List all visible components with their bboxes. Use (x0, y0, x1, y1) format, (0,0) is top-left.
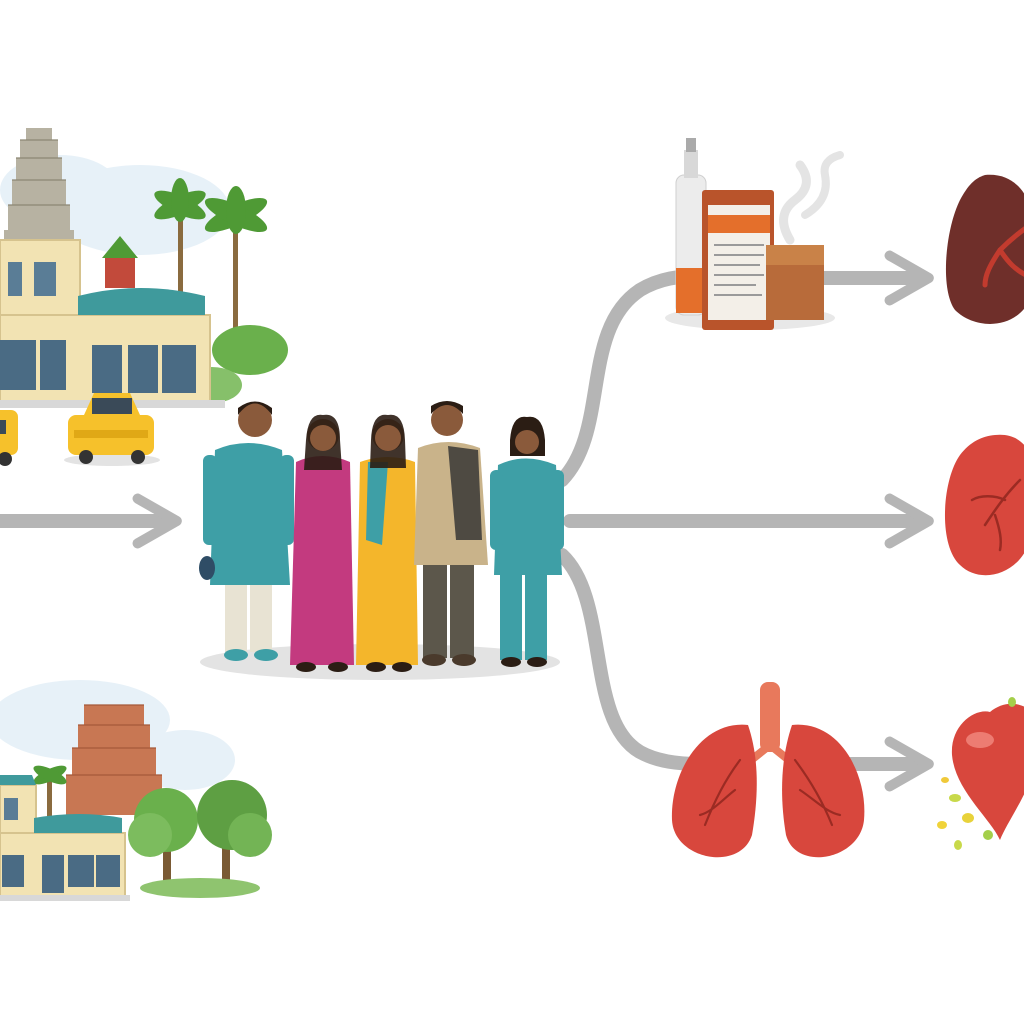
person-man-khaki (414, 401, 488, 666)
city-temple-taxi-icon (0, 128, 288, 466)
person-woman-magenta (290, 414, 354, 672)
village-temple-trees-icon (0, 680, 272, 901)
people-group-icon (199, 401, 564, 680)
palm-trees (154, 178, 268, 365)
person-man-teal (199, 401, 294, 661)
person-woman-yellow (356, 414, 418, 672)
tobacco-packet-icon (702, 190, 774, 330)
taxi-icon (64, 393, 160, 466)
liver-icon (946, 174, 1024, 324)
tobacco-alcohol-icon (665, 138, 844, 330)
lungs-icon (671, 682, 865, 858)
person-woman-teal (490, 416, 564, 667)
taxi-icon-partial (0, 410, 18, 466)
heart-icon (937, 697, 1024, 850)
sparkle-dots (937, 697, 1016, 850)
gopuram-tower (4, 128, 74, 250)
smoking-box-icon (766, 151, 844, 320)
branch-lower-arrow (555, 548, 707, 771)
bottle-icon (675, 138, 707, 316)
kidney-icon (945, 434, 1024, 576)
branch-upper-arrow (555, 269, 707, 487)
